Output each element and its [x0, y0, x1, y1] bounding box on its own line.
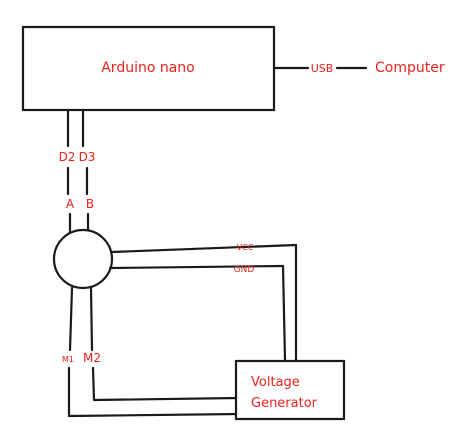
m1-wire-upper: [68, 286, 74, 352]
m2-wire-upper: [89, 286, 94, 352]
gnd-wire-drop: [281, 264, 287, 362]
vcc-wire: [110, 243, 298, 254]
voltage-generator-label-line1: Voltage: [251, 375, 300, 390]
arduino-nano-label: Arduino nano: [101, 60, 195, 76]
pin-d2-label: D2: [59, 150, 76, 164]
gnd-wire: [108, 264, 285, 270]
m1-wire-lower: [67, 366, 242, 418]
vcc-label: VCC: [237, 243, 254, 252]
signal-a-label: A: [66, 197, 75, 211]
signal-b-label: B: [86, 197, 94, 211]
motor-circle: [52, 228, 114, 290]
voltage-generator-box: [234, 359, 346, 421]
usb-label: USB: [311, 62, 334, 75]
m1-label: M1: [62, 355, 74, 364]
pin-d3-label: D3: [79, 150, 96, 164]
m2-wire-lower: [91, 366, 241, 402]
voltage-generator-label-line2: Generator: [251, 396, 318, 411]
m2-label: M2: [83, 351, 101, 365]
gnd-label: GND: [234, 265, 255, 275]
arduino-nano-box: [21, 25, 276, 112]
computer-label: Computer: [375, 60, 445, 76]
